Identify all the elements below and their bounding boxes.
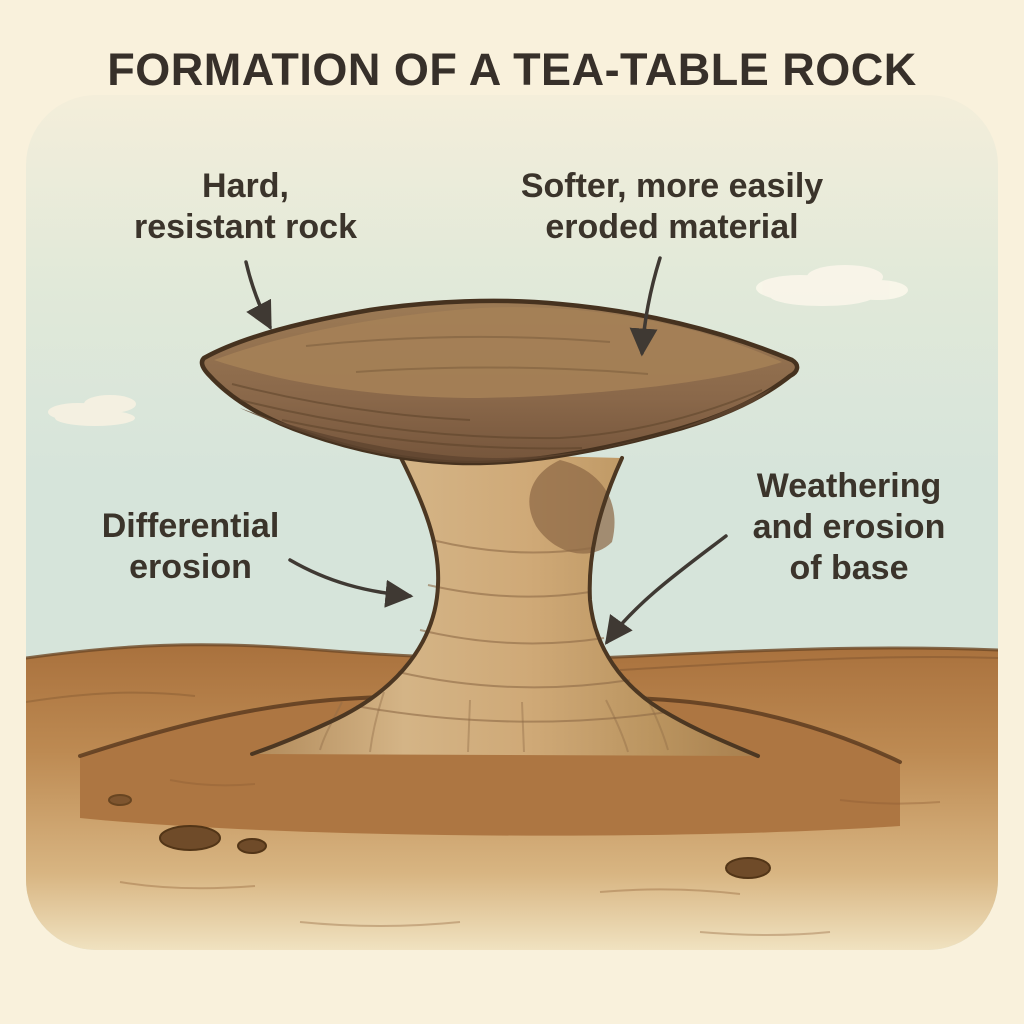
label-line: of base <box>789 548 909 587</box>
rock-pedestal <box>252 452 758 756</box>
label-differential-erosion: Differential erosion <box>48 506 333 588</box>
diagram-title: FORMATION OF A TEA-TABLE ROCK <box>107 44 917 95</box>
label-hard-resistant-rock: Hard, resistant rock <box>88 166 403 248</box>
label-line: and erosion <box>752 507 946 546</box>
label-line: resistant rock <box>134 207 357 246</box>
cloud-left-icon <box>48 395 136 426</box>
label-line: Weathering <box>756 467 942 505</box>
label-line: eroded material <box>545 207 799 246</box>
cloud-right-icon <box>756 265 908 306</box>
label-line: erosion <box>129 547 252 586</box>
label-line: Hard, <box>202 167 289 205</box>
label-weathering-erosion-base: Weathering and erosion of base <box>698 466 1000 588</box>
label-line: Softer, more easily <box>520 167 824 205</box>
ground-texture <box>119 779 941 936</box>
arrow-differential-erosion-icon <box>288 558 414 608</box>
label-softer-eroded-material: Softer, more easily eroded material <box>466 166 878 248</box>
label-line: Differential <box>101 507 280 545</box>
arrow-hard-rock-icon <box>244 260 272 331</box>
rock-debris <box>108 794 771 879</box>
pedestal-strata <box>355 539 669 723</box>
cap-strata <box>231 335 763 450</box>
pedestal-base-striations <box>319 691 669 753</box>
pedestal-shadow <box>529 460 615 554</box>
arrow-soft-material-icon <box>629 256 662 357</box>
arrow-weathering-base-icon <box>604 534 728 645</box>
